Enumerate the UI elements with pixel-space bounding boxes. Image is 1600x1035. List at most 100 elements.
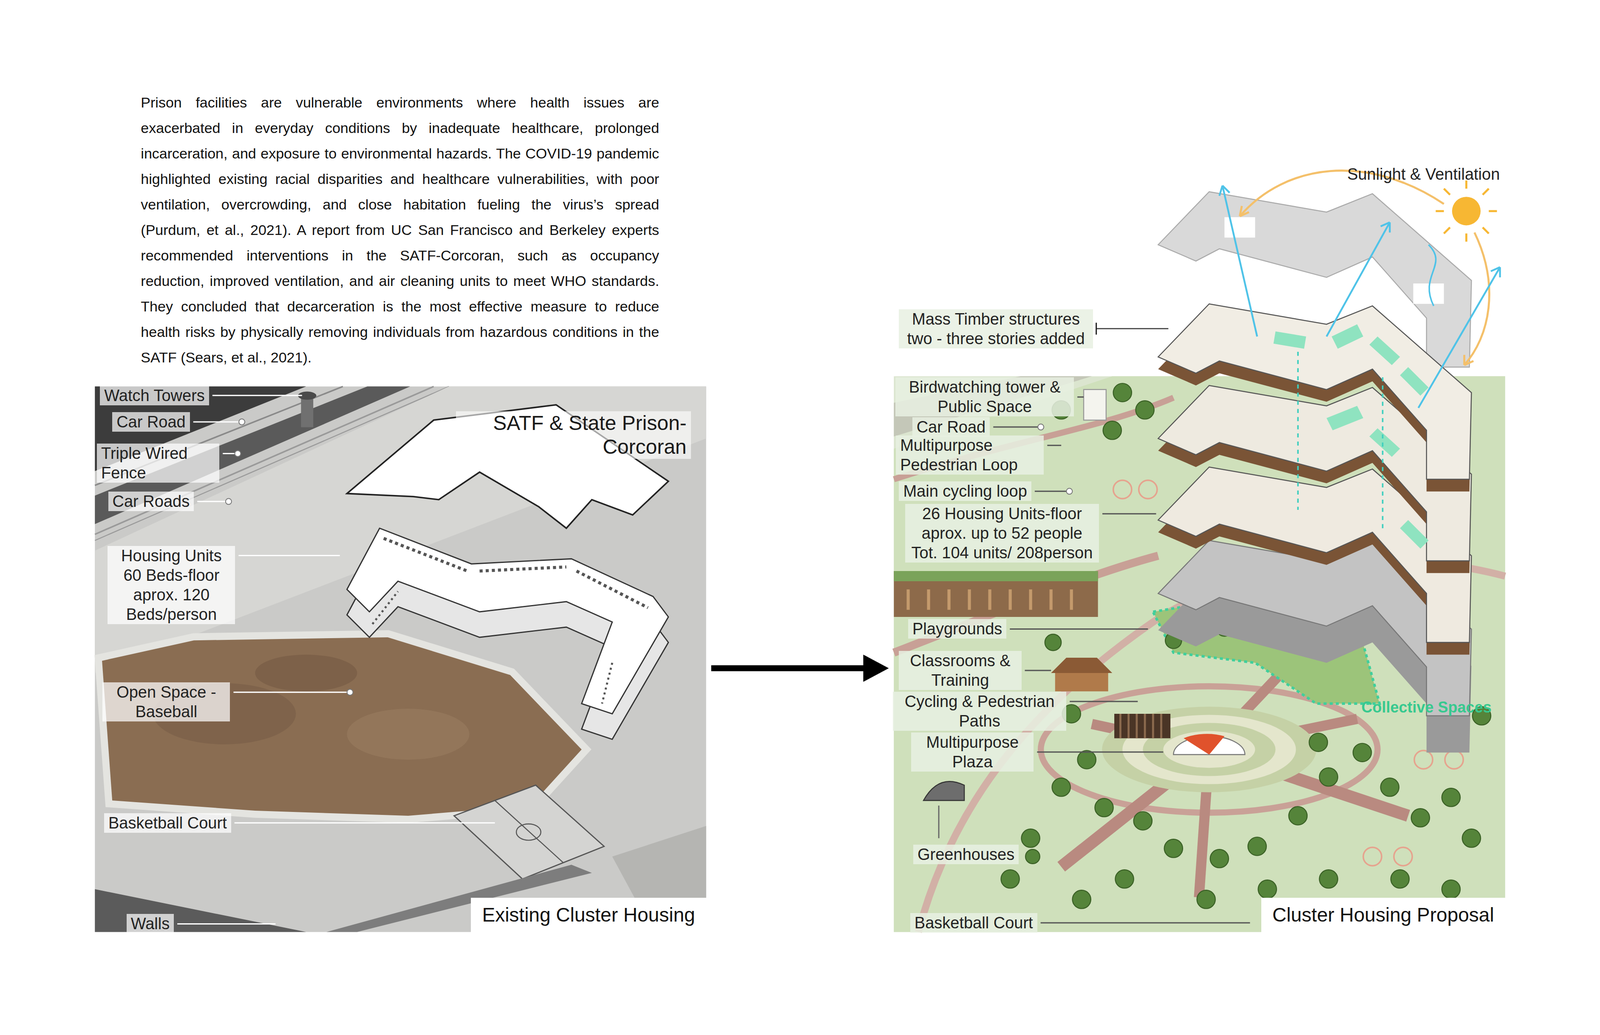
site-plan-part bbox=[938, 805, 940, 839]
callout-label: Car Road bbox=[912, 417, 991, 437]
callout-label: Playgrounds bbox=[908, 619, 1007, 639]
trees-part bbox=[1001, 869, 1020, 889]
leader-line bbox=[212, 394, 303, 397]
panel-title: Existing Cluster Housing bbox=[470, 897, 706, 933]
site-plan-part bbox=[1183, 733, 1225, 755]
building-layers-part bbox=[1399, 367, 1429, 396]
leader-dot bbox=[347, 689, 354, 696]
trees-part bbox=[1025, 849, 1040, 864]
trees-part bbox=[1353, 743, 1372, 762]
callout-label: Classrooms & Training bbox=[898, 651, 1022, 691]
building-layers-part bbox=[1369, 428, 1400, 457]
leader-line bbox=[238, 555, 340, 557]
callout-label: Watch Towers bbox=[99, 385, 210, 406]
sun-ventilation bbox=[1219, 170, 1500, 408]
trees-part bbox=[1044, 634, 1062, 651]
trees-part bbox=[1441, 880, 1461, 899]
leader-dot bbox=[234, 450, 241, 457]
site-plan-part bbox=[1393, 847, 1413, 866]
leader-line bbox=[1077, 396, 1084, 398]
callout-label: Cycling & Pedestrian Paths bbox=[892, 691, 1067, 731]
leader-line bbox=[234, 822, 496, 824]
callout-label: Multipurpose Pedestrian Loop bbox=[895, 435, 1044, 475]
aerial-photo-part bbox=[94, 386, 706, 933]
site-plan-part bbox=[1113, 480, 1132, 499]
building-layers-part bbox=[1369, 336, 1400, 366]
building-layers-part bbox=[1331, 324, 1363, 349]
callout-label: Car Road bbox=[112, 412, 190, 432]
callout-label: Sunlight & Ventilation bbox=[1342, 164, 1504, 185]
leader-line bbox=[1009, 628, 1148, 630]
building-layers-part bbox=[1224, 217, 1255, 238]
aerial-photo-part bbox=[495, 800, 564, 863]
aerial-photo-part bbox=[101, 637, 582, 816]
leader-line bbox=[1025, 669, 1052, 672]
leader-line bbox=[1036, 751, 1164, 754]
trees-part bbox=[1248, 837, 1267, 856]
leader-line bbox=[1040, 922, 1251, 924]
trees-part bbox=[1258, 880, 1277, 899]
trees-part bbox=[1319, 767, 1338, 787]
trees-part bbox=[1077, 750, 1096, 769]
site-plan-part bbox=[893, 376, 1505, 933]
building-layers bbox=[1158, 191, 1472, 753]
aerial-photo-part bbox=[454, 785, 605, 880]
leader-dot bbox=[238, 419, 245, 425]
callout-label: Collective Spaces bbox=[1357, 697, 1496, 718]
callout-label: Greenhouses bbox=[913, 844, 1019, 865]
leader-line bbox=[1034, 490, 1070, 493]
trees-part bbox=[1021, 829, 1040, 848]
sun-ventilation-part bbox=[1219, 185, 1258, 337]
site-plan-part bbox=[1055, 673, 1109, 692]
site-plan-part bbox=[923, 781, 965, 801]
callout-label: Mass Timber structures two - three stori… bbox=[898, 309, 1093, 349]
site-plan-part bbox=[1120, 713, 1162, 739]
site-plan-part bbox=[893, 571, 1098, 618]
arrow-head bbox=[863, 654, 889, 683]
leader-line bbox=[1102, 513, 1156, 515]
trees-part bbox=[1115, 869, 1134, 889]
building-layers-part bbox=[1297, 351, 1383, 531]
trees-part bbox=[1113, 383, 1132, 402]
trees-part bbox=[1462, 829, 1481, 848]
trees-part bbox=[1135, 400, 1154, 420]
site-plan-part bbox=[908, 589, 1072, 610]
aerial-photo-part bbox=[254, 654, 357, 692]
trees-part bbox=[1094, 798, 1113, 817]
site-plan-part bbox=[1114, 713, 1171, 739]
aerial-photo-part bbox=[372, 591, 612, 704]
panel-title: Cluster Housing Proposal bbox=[1261, 897, 1506, 933]
callout-label: Triple Wired Fence bbox=[96, 443, 220, 483]
leader-tick bbox=[1095, 322, 1097, 335]
building-layers-part bbox=[1158, 303, 1472, 480]
site-plan-part bbox=[1444, 750, 1464, 769]
trees-part bbox=[1309, 733, 1328, 752]
sun-ventilation-part bbox=[1464, 232, 1490, 366]
leader-line bbox=[233, 691, 350, 694]
leader-line bbox=[193, 421, 242, 423]
leader-line bbox=[1069, 700, 1138, 703]
trees-part bbox=[1133, 811, 1153, 830]
body-text: Prison facilities are vulnerable environ… bbox=[140, 89, 660, 371]
trees-part bbox=[1052, 778, 1071, 797]
sun-ventilation-part bbox=[1326, 222, 1390, 337]
leader-line bbox=[177, 923, 276, 925]
aerial-photo-part bbox=[300, 396, 314, 428]
callout-label: Birdwatching tower & Public Space bbox=[895, 377, 1074, 417]
site-plan-part bbox=[893, 555, 1159, 653]
leader-dot bbox=[225, 498, 232, 505]
callout-label: Housing Units 60 Beds-floor aprox. 120 B… bbox=[107, 546, 236, 625]
site-plan-part bbox=[893, 376, 1505, 933]
aerial-photo-part bbox=[516, 824, 541, 841]
site-plan-part bbox=[1163, 731, 1255, 768]
callout-label: Multipurpose Plaza bbox=[911, 732, 1034, 772]
trees-part bbox=[1197, 890, 1216, 909]
callout-label: Open Space - Baseball bbox=[102, 682, 230, 722]
trees-part bbox=[1210, 849, 1229, 868]
trees-part bbox=[1288, 806, 1308, 825]
site-plan-part bbox=[1138, 480, 1158, 499]
site-plan-part bbox=[1050, 657, 1113, 674]
trees-part bbox=[1380, 778, 1399, 797]
callout-label: Walls bbox=[126, 914, 174, 934]
